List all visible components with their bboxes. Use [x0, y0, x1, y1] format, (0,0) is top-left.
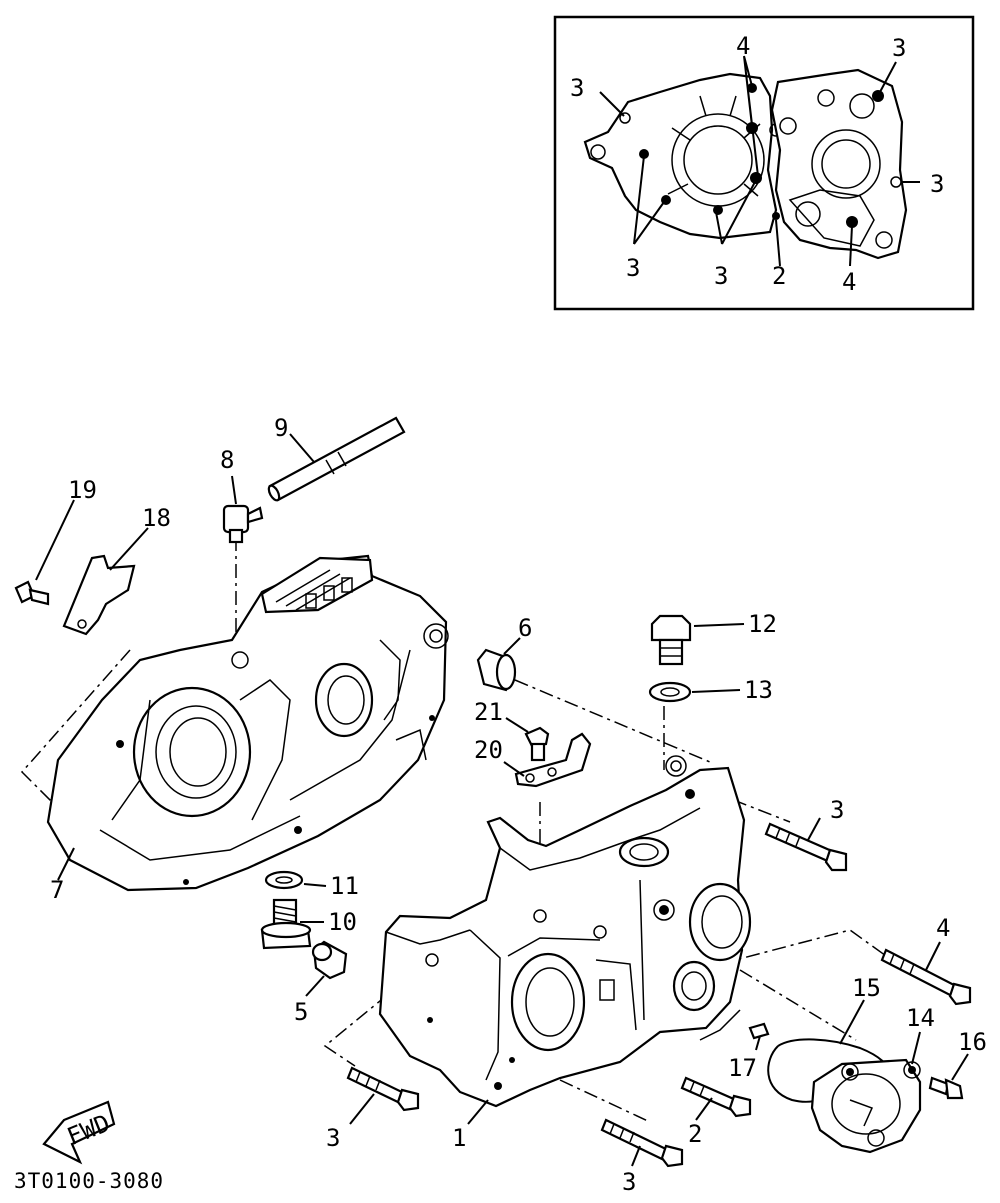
fwd-arrow-icon: FWD	[42, 1100, 116, 1165]
part-1-right-crankcase	[378, 755, 752, 1108]
part-10-drain-bolt	[260, 898, 312, 950]
callout-3-bottom: 3	[622, 1168, 636, 1196]
bolt-2	[680, 1076, 752, 1118]
callout-20: 20	[474, 736, 503, 764]
inset-panel	[553, 15, 975, 311]
callout-8: 8	[220, 446, 234, 474]
callout-13: 13	[744, 676, 773, 704]
callout-18: 18	[142, 504, 171, 532]
callout-inset-3-tr: 3	[892, 34, 906, 62]
callout-19: 19	[68, 476, 97, 504]
callout-inset-3-tl: 3	[570, 74, 584, 102]
part-11-washer	[264, 870, 304, 890]
callout-inset-3-r: 3	[930, 170, 944, 198]
callout-2: 2	[688, 1120, 702, 1148]
callout-inset-4-br: 4	[842, 268, 856, 296]
callout-10: 10	[328, 908, 357, 936]
part-21-screw	[524, 726, 550, 762]
part-16-pin	[748, 1022, 770, 1040]
part-13-washer	[648, 681, 692, 703]
callout-9: 9	[274, 414, 288, 442]
callout-11: 11	[330, 872, 359, 900]
callout-1: 1	[452, 1124, 466, 1152]
callout-7: 7	[50, 876, 64, 904]
bolt-4	[880, 948, 972, 1006]
callout-3-right: 3	[830, 796, 844, 824]
callout-21: 21	[474, 698, 503, 726]
callout-4: 4	[936, 914, 950, 942]
callout-3-left: 3	[326, 1124, 340, 1152]
callout-15: 15	[852, 974, 881, 1002]
callout-inset-3-bm: 3	[714, 262, 728, 290]
bolt-3-left	[346, 1066, 420, 1112]
part-7-left-crankcase	[46, 554, 449, 892]
part-20-bracket	[514, 732, 592, 788]
part-18-plate	[62, 554, 136, 636]
callout-5: 5	[294, 998, 308, 1026]
part-6-collar	[476, 648, 517, 692]
part-12-plug	[650, 614, 692, 666]
callout-inset-4-top: 4	[736, 32, 750, 60]
callout-12: 12	[748, 610, 777, 638]
callout-17: 16	[958, 1028, 987, 1056]
part-9-shaft	[267, 416, 406, 502]
part-8-fitting	[222, 504, 264, 544]
part-code: 3T0100-3080	[14, 1169, 164, 1193]
part-14-cover	[810, 1058, 922, 1154]
callout-6: 6	[518, 614, 532, 642]
part-19-screw	[14, 580, 50, 606]
callout-inset-2: 2	[772, 262, 786, 290]
callout-inset-3-bl: 3	[626, 254, 640, 282]
bolt-3-right	[764, 822, 848, 872]
callout-16: 17	[728, 1054, 757, 1082]
part-5-collar	[311, 940, 348, 980]
bolt-3-bottom	[600, 1118, 684, 1168]
callout-14: 14	[906, 1004, 935, 1032]
part-17-screw	[928, 1076, 964, 1100]
